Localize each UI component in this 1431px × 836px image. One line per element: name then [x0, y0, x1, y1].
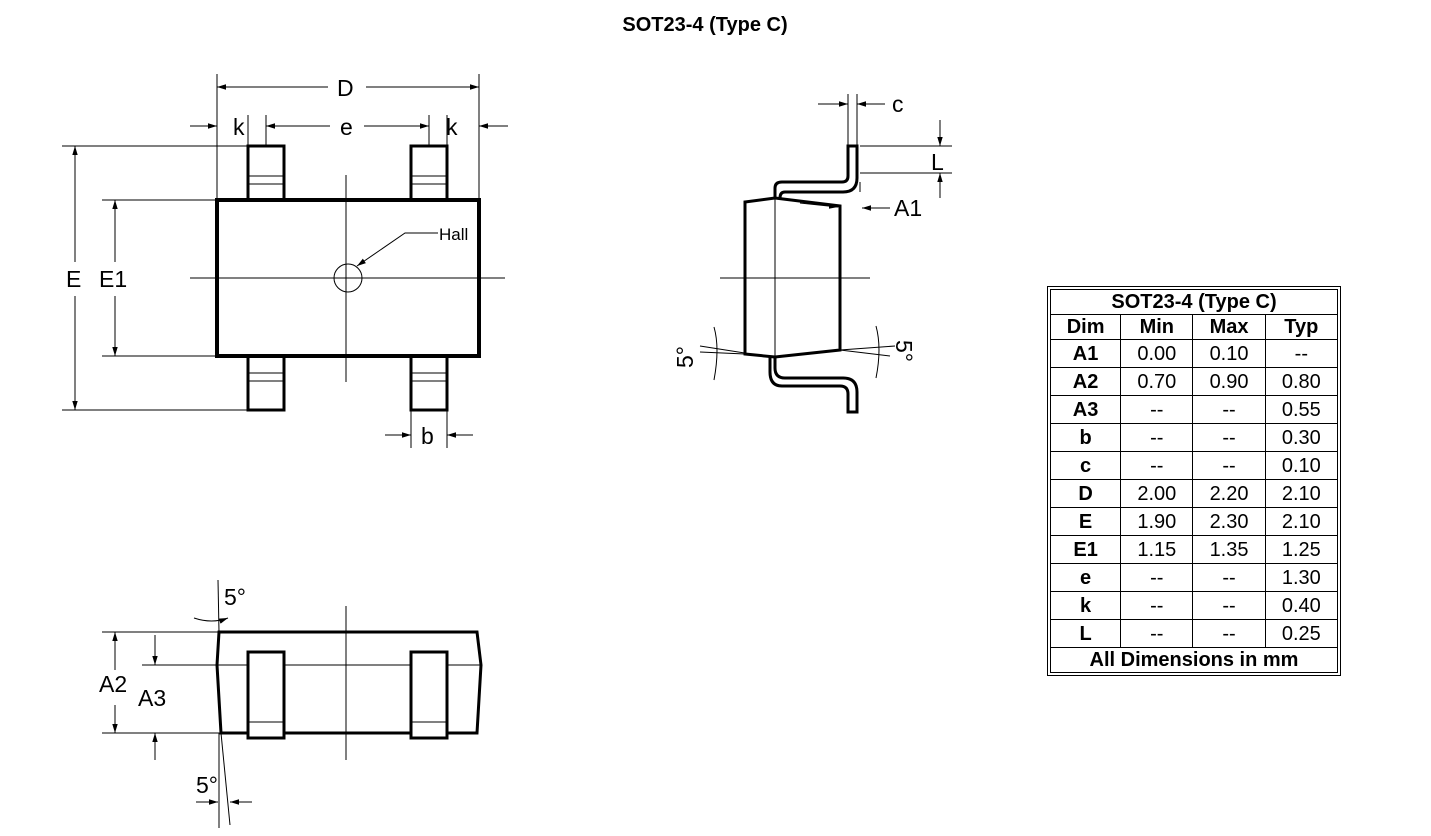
top-view: Hall D k e k E E1 b	[62, 74, 508, 449]
table-value-cell: --	[1192, 451, 1266, 480]
table-row: k----0.40	[1049, 591, 1339, 620]
dim-e-label: e	[340, 114, 353, 140]
front-view: 5° 5° A2 A3	[99, 579, 483, 828]
dim-k-left-label: k	[233, 114, 245, 140]
table-value-cell: 0.10	[1264, 451, 1339, 480]
table-header-cell: Dim	[1049, 314, 1122, 340]
dim-b-label: b	[421, 423, 434, 449]
front-lead-right	[409, 650, 449, 740]
table-value-cell: --	[1120, 619, 1194, 648]
table-value-cell: --	[1192, 619, 1266, 648]
table-header-cell: Max	[1192, 314, 1266, 340]
table-dim-cell: L	[1049, 619, 1122, 648]
table-dim-cell: e	[1049, 563, 1122, 592]
table-value-cell: --	[1120, 423, 1194, 452]
angle-left-label: 5°	[672, 346, 698, 368]
dim-k-right-label: k	[446, 114, 458, 140]
table-dim-cell: D	[1049, 479, 1122, 508]
table-value-cell: --	[1120, 395, 1194, 424]
table-row: L----0.25	[1049, 619, 1339, 648]
table-value-cell: 1.15	[1120, 535, 1194, 564]
front-lead-left	[246, 650, 286, 740]
table-value-cell: 1.30	[1264, 563, 1339, 592]
table-value-cell: 0.80	[1264, 367, 1339, 396]
table-row: e----1.30	[1049, 563, 1339, 592]
side-lead	[773, 144, 859, 203]
bottom-lead-right	[409, 354, 449, 412]
table-value-cell: --	[1120, 451, 1194, 480]
table-dim-cell: c	[1049, 451, 1122, 480]
table-value-cell: 1.25	[1264, 535, 1339, 564]
table-value-cell: 1.35	[1192, 535, 1266, 564]
top-lead-left	[246, 144, 286, 202]
table-value-cell: --	[1120, 591, 1194, 620]
dim-E-label: E	[66, 266, 81, 292]
table-value-cell: 0.70	[1120, 367, 1194, 396]
table-value-cell: 0.25	[1264, 619, 1339, 648]
table-dim-cell: A1	[1049, 339, 1122, 368]
table-value-cell: --	[1192, 395, 1266, 424]
table-value-cell: 0.10	[1192, 339, 1266, 368]
dim-A1-label: A1	[894, 195, 922, 221]
dim-D-label: D	[337, 75, 354, 101]
table-value-cell: 0.90	[1192, 367, 1266, 396]
side-view: c L A1 5° 5°	[672, 91, 952, 414]
table-value-cell: 2.30	[1192, 507, 1266, 536]
hall-sensor-mark	[333, 263, 363, 293]
dim-L-label: L	[931, 149, 944, 175]
table-value-cell: 2.10	[1264, 507, 1339, 536]
table-value-cell: 2.00	[1120, 479, 1194, 508]
dim-c-label: c	[892, 91, 904, 117]
top-lead-right	[409, 144, 449, 202]
table-value-cell: 0.55	[1264, 395, 1339, 424]
table-row: c----0.10	[1049, 451, 1339, 480]
table-value-cell: --	[1120, 563, 1194, 592]
table-value-cell: --	[1264, 339, 1339, 368]
table-header-cell: Min	[1120, 314, 1194, 340]
angle-top-label: 5°	[224, 584, 246, 610]
angle-right-label: 5°	[891, 340, 917, 362]
table-dim-cell: A3	[1049, 395, 1122, 424]
dim-A3-label: A3	[138, 685, 166, 711]
table-dim-cell: E1	[1049, 535, 1122, 564]
dim-E1-label: E1	[99, 266, 127, 292]
dim-A2-label: A2	[99, 671, 127, 697]
page-title: SOT23-4 (Type C)	[622, 14, 788, 36]
table-row: A3----0.55	[1049, 395, 1339, 424]
table-value-cell: 0.40	[1264, 591, 1339, 620]
bottom-lead-left	[246, 354, 286, 412]
hall-label: Hall	[439, 225, 468, 244]
angle-bottom-label: 5°	[196, 772, 218, 798]
table-dim-cell: k	[1049, 591, 1122, 620]
table-dim-cell: E	[1049, 507, 1122, 536]
table-dim-cell: b	[1049, 423, 1122, 452]
table-footer: All Dimensions in mm	[1050, 647, 1338, 673]
table-dim-cell: A2	[1049, 367, 1122, 396]
table-title: SOT23-4 (Type C)	[1050, 289, 1338, 315]
table-value-cell: 0.00	[1120, 339, 1194, 368]
table-value-cell: 1.90	[1120, 507, 1194, 536]
table-header-cell: Typ	[1264, 314, 1339, 340]
table-value-cell: --	[1192, 563, 1266, 592]
table-value-cell: --	[1192, 591, 1266, 620]
table-value-cell: --	[1192, 423, 1266, 452]
table-value-cell: 2.20	[1192, 479, 1266, 508]
table-row: b----0.30	[1049, 423, 1339, 452]
table-value-cell: 2.10	[1264, 479, 1339, 508]
table-value-cell: 0.30	[1264, 423, 1339, 452]
